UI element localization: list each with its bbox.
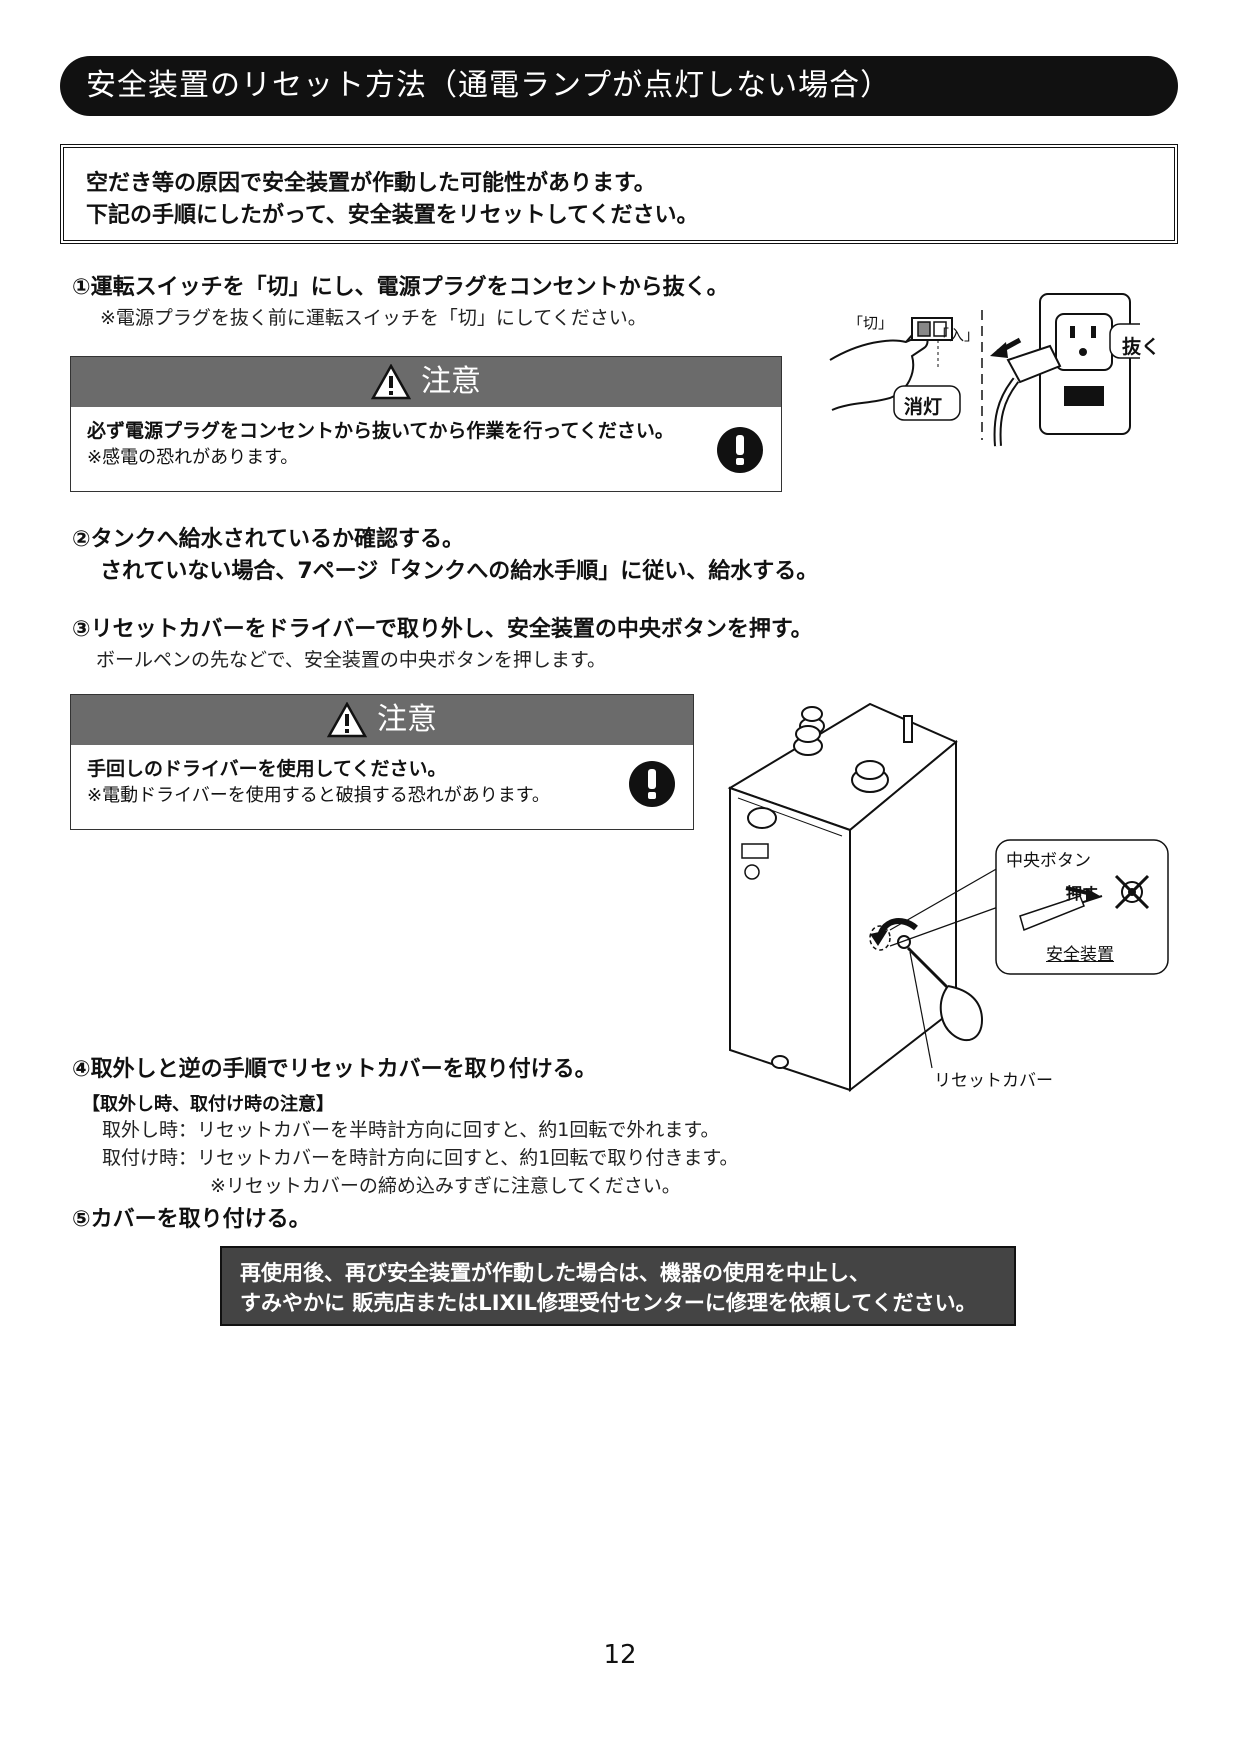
caution-label: 注意 [377,702,437,737]
lamp-off-label: 消灯 [904,396,943,418]
final-notice-box: 再使用後、再び安全装置が作動した場合は、機器の使用を中止し、 すみやかに 販売店… [220,1246,1016,1326]
step4-caution-title: 【取外し時、取付け時の注意】 [82,1094,334,1115]
caution-label: 注意 [421,364,481,399]
exclamation-icon [717,427,763,473]
intro-box: 空だき等の原因で安全装置が作動した可能性があります。 下記の手順にしたがって、安… [60,144,1178,244]
remove-term: 取外し時： [102,1119,198,1141]
attach-instruction: 取付け時：リセットカバーを時計方向に回すと、約1回転で取り付きます。 [102,1144,738,1172]
intro-line-2: 下記の手順にしたがって、安全装置をリセットしてください。 [86,203,699,228]
step2-line-1: ②タンクへ給水されているか確認する。 [72,527,464,552]
step1-note: ※電源プラグを抜く前に運転スイッチを「切」にしてください。 [100,307,647,329]
caution-box-2: 注意 手回しのドライバーを使用してください。 ※電動ドライバーを使用すると破損す… [70,694,694,830]
step4-heading: ④取外しと逆の手順でリセットカバーを取り付ける。 [72,1057,597,1082]
final-notice-line-1: 再使用後、再び安全装置が作動した場合は、機器の使用を中止し、 [240,1261,870,1285]
warning-triangle-icon [371,364,411,400]
remove-text: リセットカバーを半時計方向に回すと、約1回転で外れます。 [197,1119,720,1141]
final-notice-line-2: すみやかに 販売店またはLIXIL修理受付センターに修理を依頼してください。 [240,1291,977,1315]
attach-term: 取付け時： [102,1147,198,1169]
caution-main-text: 必ず電源プラグをコンセントから抜いてから作業を行ってください。 [87,420,674,442]
attach-text: リセットカバーを時計方向に回すと、約1回転で取り付きます。 [197,1147,739,1169]
step1-heading: ①運転スイッチを「切」にし、電源プラグをコンセントから抜く。 [72,275,729,300]
caution-header: 注意 [71,695,693,745]
safety-device-label: 安全装置 [1046,945,1114,965]
step5-heading: ⑤カバーを取り付ける。 [72,1207,311,1232]
caution-header: 注意 [71,357,781,407]
water-heater-illustration [727,702,1169,1093]
caution-sub-text: ※感電の恐れがあります。 [87,447,299,468]
page-number: 12 [603,1640,637,1670]
unplug-label: 抜く [1122,336,1161,358]
step3-heading: ③リセットカバーをドライバーで取り外し、安全装置の中央ボタンを押す。 [72,617,813,642]
exclamation-icon [629,761,675,807]
remove-instruction: 取外し時：リセットカバーを半時計方向に回すと、約1回転で外れます。 [102,1116,719,1144]
caution-body: 必ず電源プラグをコンセントから抜いてから作業を行ってください。 ※感電の恐れがあ… [71,407,781,481]
caution-sub-text: ※電動ドライバーを使用すると破損する恐れがあります。 [87,785,550,806]
caution-main-text: 手回しのドライバーを使用してください。 [87,758,447,780]
center-button-label: 中央ボタン [1006,851,1091,871]
switch-outlet-illustration [829,293,1140,447]
intro-line-1: 空だき等の原因で安全装置が作動した可能性があります。 [86,171,656,196]
page-title: 安全装置のリセット方法（通電ランプが点灯しない場合） [60,56,1178,116]
reset-cover-label: リセットカバー [934,1071,1053,1091]
switch-on-label: 「入」 [934,326,980,344]
warning-triangle-icon [327,702,367,738]
switch-off-label: 「切」 [848,314,894,332]
caution-body: 手回しのドライバーを使用してください。 ※電動ドライバーを使用すると破損する恐れ… [71,745,693,819]
attach-note: ※リセットカバーの締め込みすぎに注意してください。 [210,1175,681,1197]
caution-box-1: 注意 必ず電源プラグをコンセントから抜いてから作業を行ってください。 ※感電の恐… [70,356,782,492]
step3-note: ボールペンの先などで、安全装置の中央ボタンを押します。 [96,649,606,671]
push-label: 押す [1066,884,1099,903]
step2-line-2: されていない場合、7ページ「タンクへの給水手順」に従い、給水する。 [100,559,819,584]
